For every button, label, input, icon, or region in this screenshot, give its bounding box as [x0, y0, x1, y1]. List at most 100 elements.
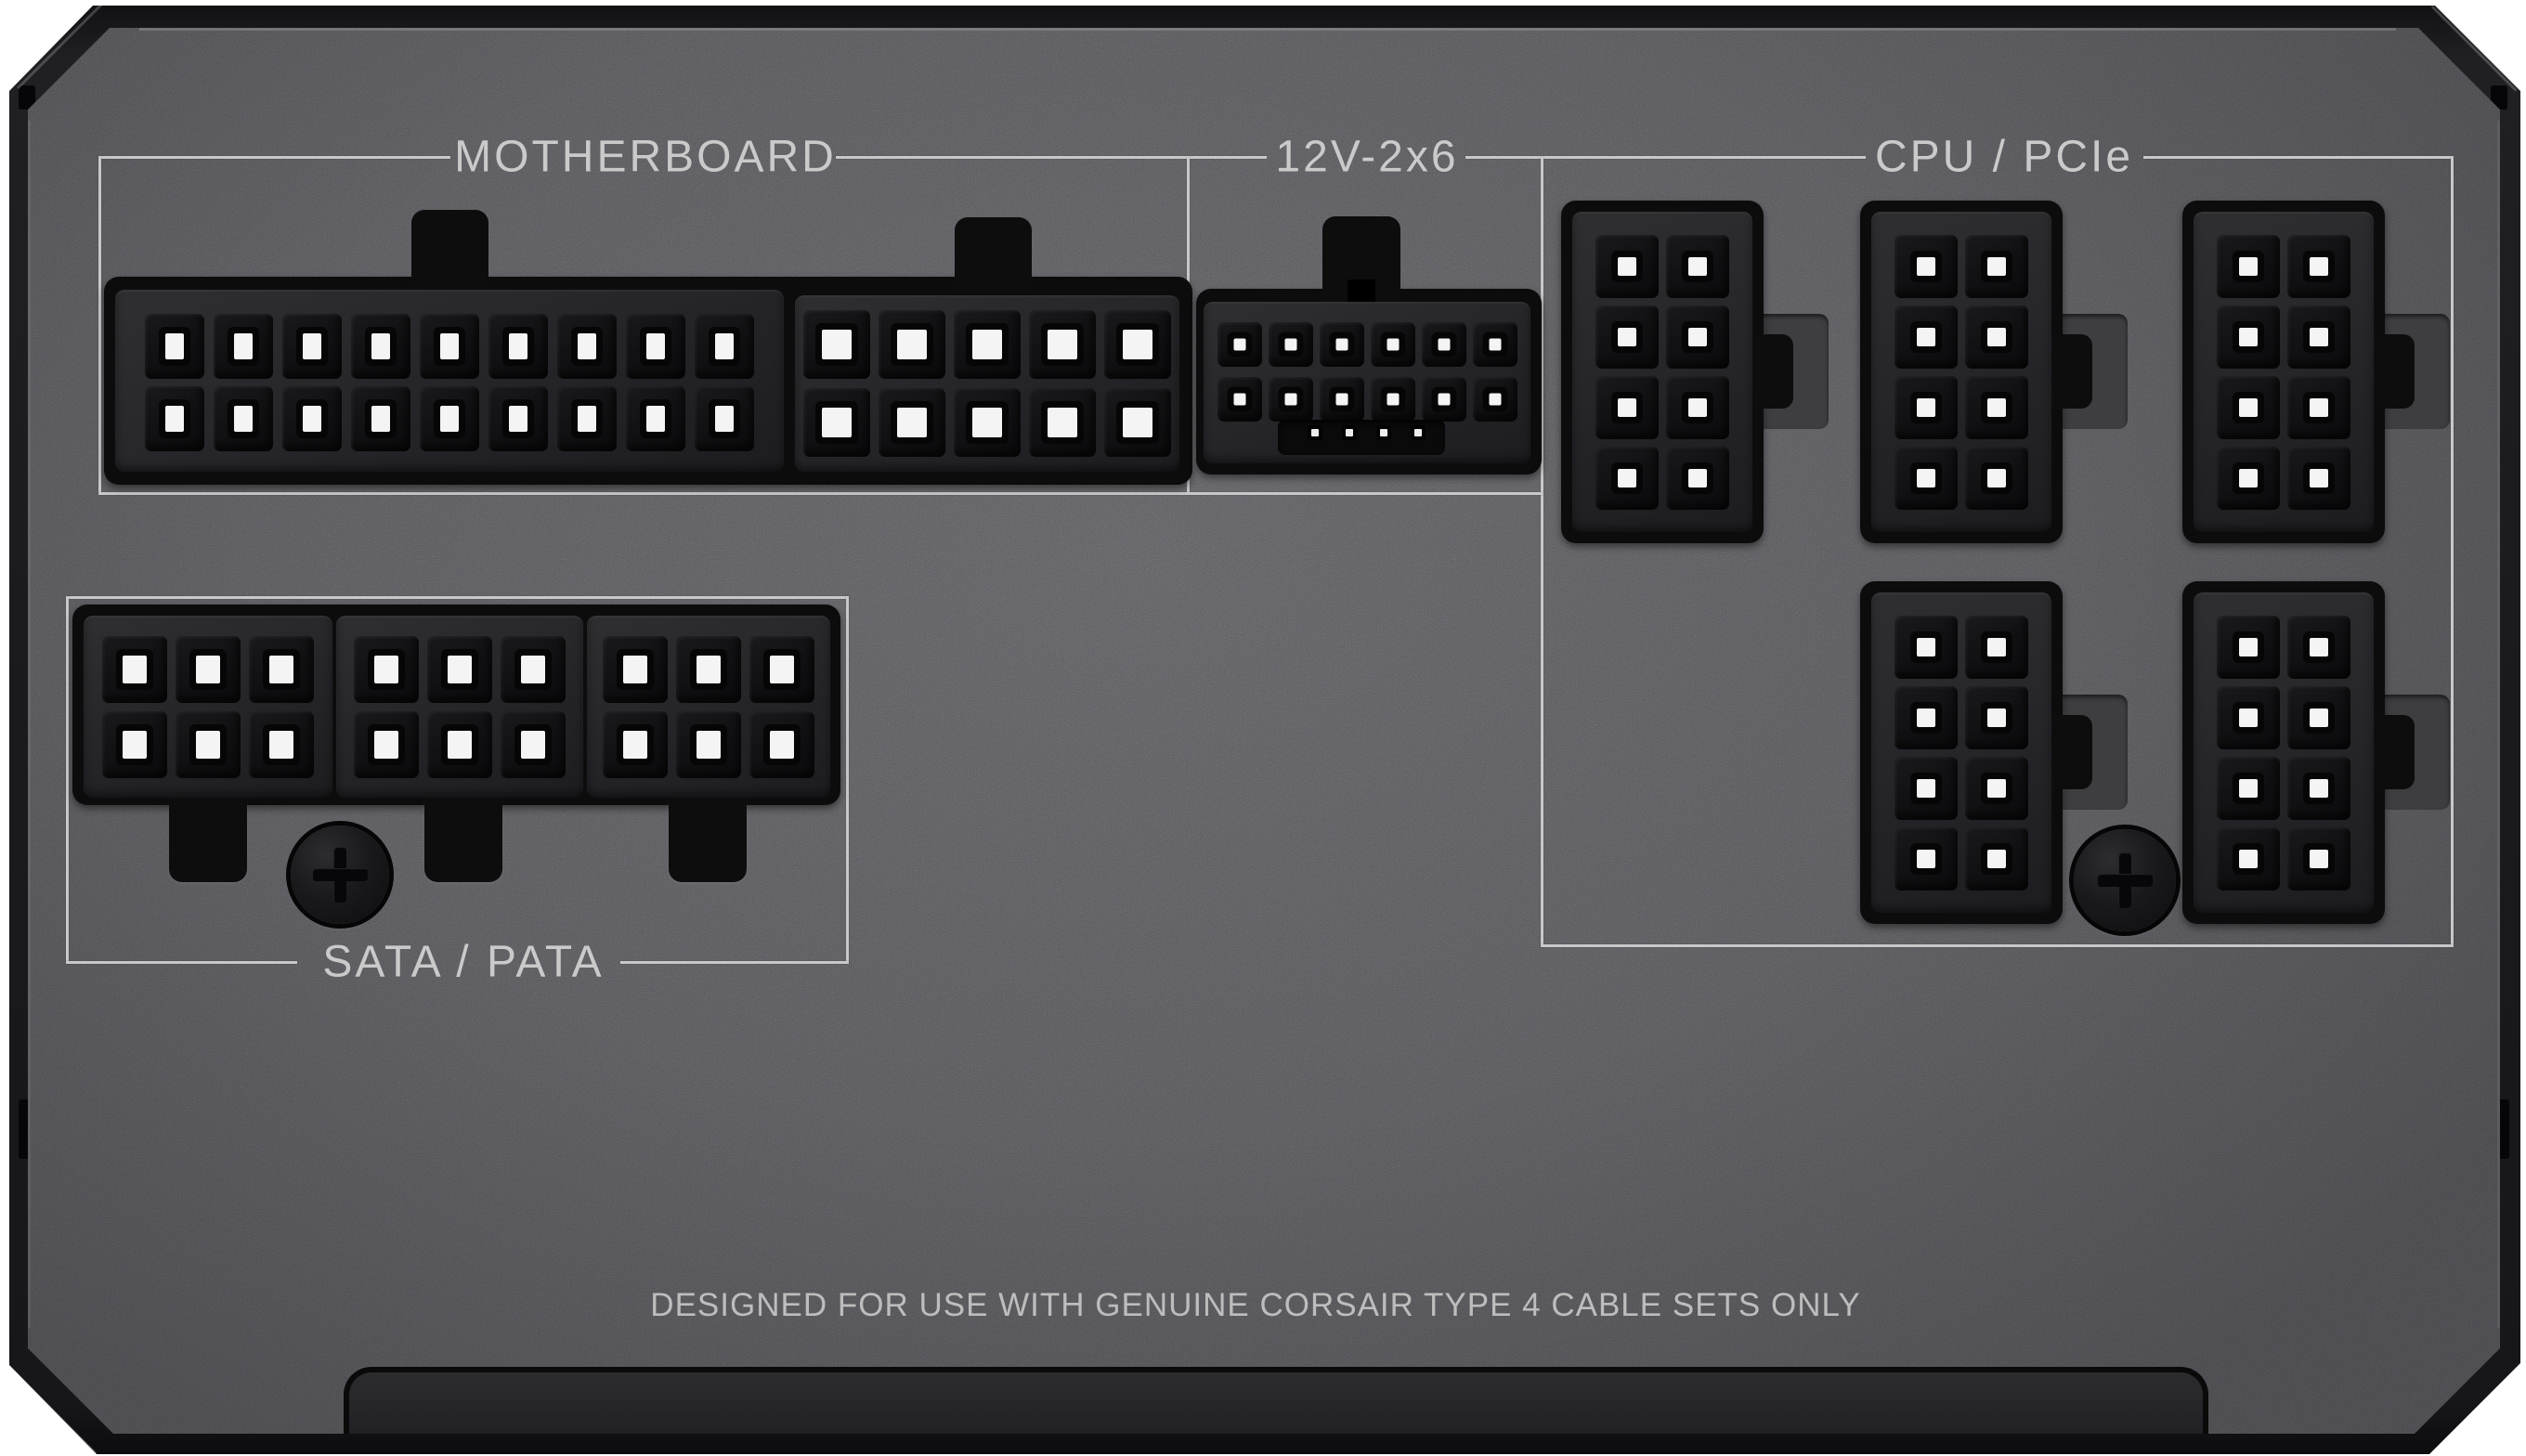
pin-well — [749, 635, 814, 703]
pin-contact — [1048, 330, 1077, 359]
latch-cpu2 — [2044, 334, 2092, 409]
latch-18pin — [411, 210, 488, 293]
pin-contact — [371, 406, 390, 432]
pin-contact — [2239, 637, 2258, 656]
pin-well — [2287, 375, 2350, 439]
pin-well — [954, 388, 1021, 457]
pin-contact — [165, 333, 184, 359]
pin-contact — [1987, 327, 2006, 346]
pin-well — [1666, 234, 1729, 298]
pin-contact — [1917, 327, 1935, 346]
pin-well — [1217, 321, 1262, 367]
pin-contact — [1618, 327, 1636, 346]
pin-contact — [715, 333, 734, 359]
pin-contact — [1917, 708, 1935, 727]
pin-contact — [1233, 338, 1245, 350]
pin-well — [1965, 826, 2028, 890]
pin-contact — [2239, 468, 2258, 488]
pin-contact — [2310, 637, 2328, 656]
cpu-pcie-connector-2 — [1871, 212, 2051, 532]
pin-contact — [165, 406, 184, 432]
pin-well — [1370, 376, 1415, 422]
pin-well — [2287, 756, 2350, 820]
pin-contact — [1335, 393, 1348, 405]
pin-well — [145, 314, 204, 379]
pin-well — [2287, 305, 2350, 369]
screw-cpu-section — [2074, 829, 2176, 931]
right-bevel-highlight — [2497, 121, 2500, 1328]
phillips-slot-horizontal — [312, 868, 368, 881]
pin-well — [214, 314, 273, 379]
pin-contact — [715, 406, 734, 432]
pin-contact — [2239, 778, 2258, 798]
pin-contact — [448, 655, 472, 683]
pin-well — [176, 710, 241, 778]
pin-contact — [1284, 338, 1296, 350]
latch-sata2 — [424, 797, 502, 882]
pin-well — [879, 388, 945, 457]
pin-contact — [822, 330, 852, 359]
pin-well — [803, 310, 870, 379]
pin-contact — [1917, 637, 1935, 656]
cable-warning-text: DESIGNED FOR USE WITH GENUINE CORSAIR TY… — [650, 1287, 1861, 1323]
pin-contact — [1387, 393, 1399, 405]
pin-well — [1472, 376, 1517, 422]
pin-well — [676, 710, 741, 778]
pin-well — [1965, 305, 2028, 369]
pin-contact — [1618, 468, 1636, 488]
sense-pin — [1346, 429, 1353, 436]
pin-well — [2217, 685, 2280, 749]
latch-10pin — [955, 217, 1032, 293]
pin-well — [626, 314, 685, 379]
pin-well — [501, 635, 566, 703]
sense-pin — [1311, 429, 1319, 436]
pin-well — [1595, 446, 1659, 510]
pin-contact — [196, 730, 220, 759]
pin-well — [145, 386, 204, 451]
section-outline-segment-5 — [98, 156, 101, 495]
pin-well — [1029, 310, 1096, 379]
pin-contact — [2239, 397, 2258, 417]
pin-contact — [1917, 849, 1935, 868]
pin-contact — [1688, 256, 1707, 276]
pin-contact — [897, 330, 927, 359]
pin-well — [1894, 234, 1958, 298]
pin-contact — [697, 730, 721, 759]
pin-well — [501, 710, 566, 778]
pin-well — [427, 635, 492, 703]
pin-contact — [1917, 778, 1935, 798]
12v-2x6-connector — [1204, 302, 1530, 463]
pin-well — [1894, 615, 1958, 679]
pin-well — [1595, 375, 1659, 439]
pin-well — [2217, 446, 2280, 510]
pin-contact — [623, 655, 647, 683]
pin-well — [803, 388, 870, 457]
pin-contact — [440, 333, 459, 359]
pin-contact — [1917, 468, 1935, 488]
pin-contact — [1438, 393, 1450, 405]
pin-well — [102, 710, 167, 778]
pin-well — [695, 386, 754, 451]
pin-contact — [123, 730, 147, 759]
pin-well — [1965, 756, 2028, 820]
sense-pin-strip — [1278, 420, 1445, 455]
pin-contact — [623, 730, 647, 759]
pin-contact — [2310, 849, 2328, 868]
pin-contact — [509, 333, 527, 359]
pin-well — [1104, 310, 1171, 379]
pin-well — [249, 710, 314, 778]
section-outline-segment-10 — [1541, 944, 2454, 947]
pin-contact — [646, 406, 665, 432]
latch-sata1 — [169, 797, 247, 882]
pin-well — [676, 635, 741, 703]
latch-cpu3 — [2366, 334, 2415, 409]
pin-contact — [1618, 397, 1636, 417]
latch-sata3 — [669, 797, 747, 882]
pin-well — [557, 386, 617, 451]
pin-well — [2217, 375, 2280, 439]
pin-well — [1965, 615, 2028, 679]
phillips-slot-horizontal — [2097, 874, 2153, 887]
sata-pata-connector-3 — [587, 616, 830, 798]
pin-contact — [234, 333, 253, 359]
pin-contact — [234, 406, 253, 432]
